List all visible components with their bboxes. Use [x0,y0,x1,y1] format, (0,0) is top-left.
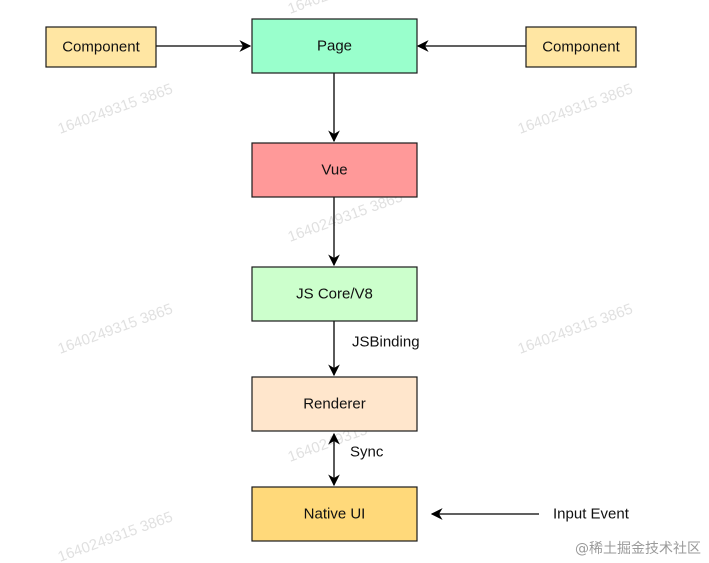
node-page: Page [251,18,418,74]
node-native-ui-label: Native UI [304,506,366,523]
node-component-left: Component [45,26,157,68]
node-renderer: Renderer [251,376,418,432]
edge-label-sync: Sync [350,444,384,461]
watermark-text: 1640249315 3865 [56,300,175,357]
edges [156,40,539,520]
watermark-text: 1640249315 3865 [56,80,175,137]
node-native-ui-box [251,486,418,542]
node-js-core-box [251,266,418,322]
watermark-text: 1640249315 3865 [516,300,635,357]
node-js-core-label: JS Core/V8 [296,286,373,303]
edge-label-input-event: Input Event [553,506,630,523]
node-component-right-label: Component [542,39,620,56]
watermark-text: 1640249315 3865 [516,80,635,137]
node-renderer-box [251,376,418,432]
node-component-left-label: Component [62,39,140,56]
node-vue-box [251,142,418,198]
node-js-core: JS Core/V8 [251,266,418,322]
watermark-text: 1640249315 3865 [286,0,405,18]
node-component-left-box [45,26,157,68]
node-component-right: Component [525,26,637,68]
corner-watermark: @稀土掘金技术社区 [575,541,701,557]
node-renderer-label: Renderer [303,396,366,413]
node-native-ui: Native UI [251,486,418,542]
node-vue-label: Vue [321,162,347,179]
node-page-box [251,18,418,74]
node-page-label: Page [317,38,352,55]
node-vue: Vue [251,142,418,198]
watermark-text: 1640249315 3865 [56,508,175,563]
node-component-right-box [525,26,637,68]
edge-label-jsbinding: JSBinding [352,334,420,351]
